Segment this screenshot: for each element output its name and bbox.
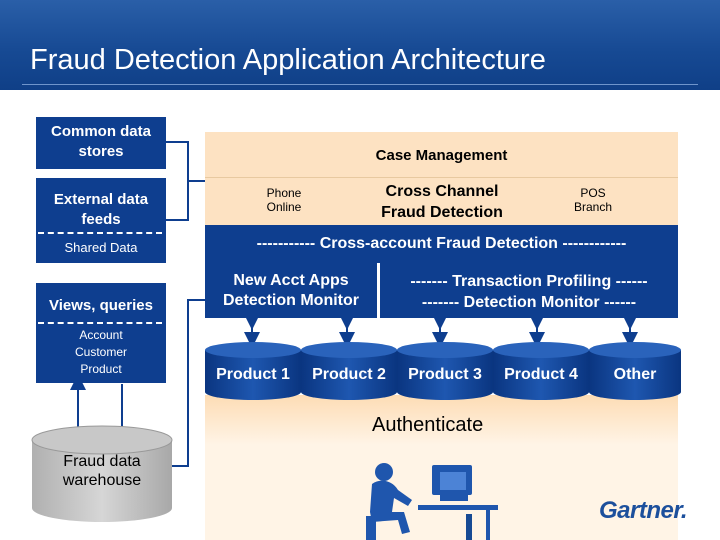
product-1-label: Product 1 bbox=[216, 366, 290, 383]
common-data-stores-box: Common data stores bbox=[36, 117, 166, 169]
page-title: Fraud Detection Application Architecture bbox=[30, 44, 546, 76]
tx-profiling-line2: ------- Detection Monitor ------ bbox=[421, 294, 637, 311]
shared-data-label: Shared Data bbox=[64, 240, 138, 255]
cross-channel-label: Cross Channel Fraud Detection bbox=[381, 183, 503, 221]
views-queries-box: Views, queries Account Customer Product bbox=[36, 283, 166, 383]
views-queries-label: Views, queries bbox=[49, 297, 153, 314]
product-4-label: Product 4 bbox=[504, 366, 578, 383]
title-banner bbox=[0, 0, 720, 90]
transaction-profiling-box: ------- Transaction Profiling ------ ---… bbox=[380, 263, 678, 318]
product-label: Product bbox=[80, 362, 122, 376]
warehouse-label: Fraud data warehouse bbox=[62, 453, 142, 489]
tx-profiling-line1: ------- Transaction Profiling ------ bbox=[410, 273, 648, 290]
new-acct-label: New Acct Apps Detection Monitor bbox=[223, 272, 359, 309]
other-label: Other bbox=[613, 366, 657, 383]
external-feeds-divider bbox=[38, 232, 162, 234]
views-divider bbox=[38, 322, 162, 324]
phone-online-label: Phone Online bbox=[266, 186, 302, 214]
cross-account-band: ----------- Cross-account Fraud Detectio… bbox=[205, 225, 678, 263]
title-underline bbox=[22, 84, 698, 85]
product-3-label: Product 3 bbox=[408, 366, 482, 383]
case-management-label: Case Management bbox=[375, 147, 508, 164]
common-data-stores-label: Common data stores bbox=[50, 123, 151, 160]
external-feeds-box: External data feeds bbox=[36, 178, 166, 263]
authenticate-label: Authenticate bbox=[372, 414, 484, 436]
external-data-feeds-label: External data feeds bbox=[53, 191, 149, 228]
account-label: Account bbox=[79, 328, 123, 342]
gartner-logo: Gartner. bbox=[599, 497, 688, 524]
product-2-label: Product 2 bbox=[312, 366, 386, 383]
cross-channel-box: Phone Online Cross Channel Fraud Detecti… bbox=[205, 177, 678, 225]
customer-label: Customer bbox=[74, 345, 127, 359]
case-management-box: Case Management bbox=[205, 132, 678, 177]
cross-account-label: ----------- Cross-account Fraud Detectio… bbox=[256, 235, 627, 252]
new-acct-monitor-box: New Acct Apps Detection Monitor bbox=[205, 263, 377, 318]
pos-branch-label: POS Branch bbox=[573, 186, 613, 214]
